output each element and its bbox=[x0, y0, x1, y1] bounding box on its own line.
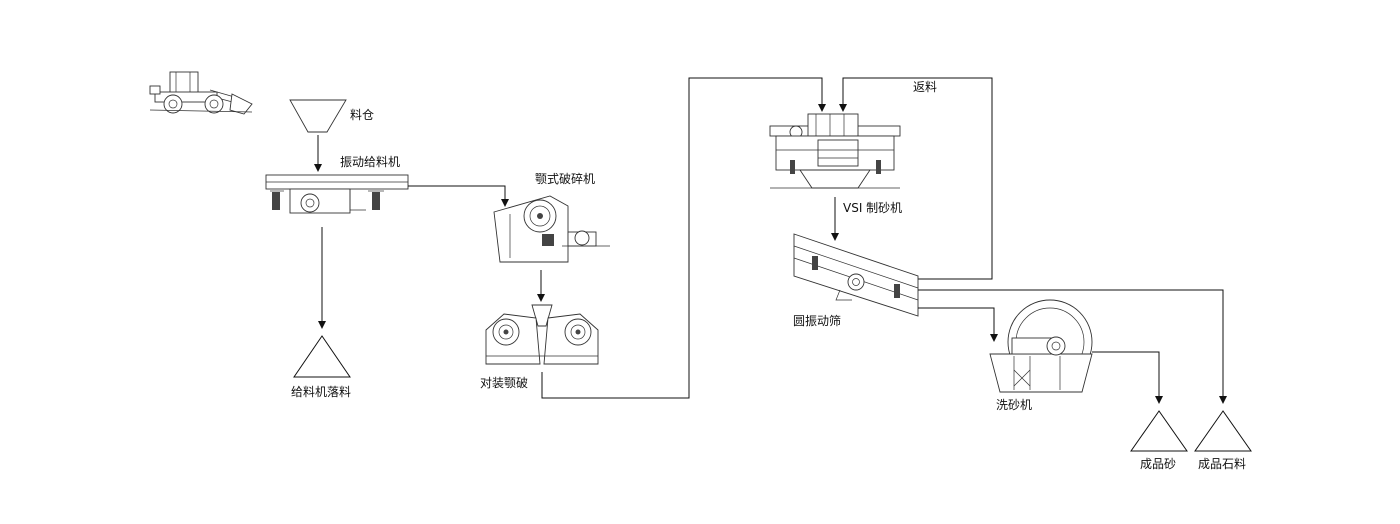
label-finished-sand: 成品砂 bbox=[1140, 457, 1177, 471]
label-sand-washer: 洗砂机 bbox=[996, 398, 1033, 412]
finished-sand-pile bbox=[1130, 410, 1188, 452]
sand-washer-machine bbox=[989, 299, 1093, 393]
feeder-discharge-pile bbox=[293, 335, 351, 378]
finished-stone-pile bbox=[1194, 410, 1252, 452]
jaw-crusher-machine bbox=[493, 195, 610, 263]
arrow-feeder-to-jaw bbox=[408, 185, 509, 207]
arrow-paired-to-vsi bbox=[541, 77, 826, 399]
label-finished-stone: 成品石料 bbox=[1198, 457, 1247, 471]
vibrating-feeder-machine bbox=[265, 174, 409, 214]
arrow-screen-to-washer bbox=[918, 307, 998, 342]
wheel-loader-icon bbox=[149, 71, 253, 115]
label-vsi: VSI 制砂机 bbox=[843, 201, 903, 215]
silo-hopper bbox=[289, 99, 347, 133]
label-silo: 料仓 bbox=[350, 108, 375, 122]
arrow-washer-to-sand bbox=[1092, 351, 1163, 404]
paired-jaw-crusher-machine bbox=[485, 304, 599, 365]
arrow-screen-to-stone bbox=[918, 289, 1227, 404]
circular-vibrating-screen-machine bbox=[793, 233, 919, 317]
label-return-material: 返料 bbox=[913, 80, 938, 94]
vsi-sand-maker-machine bbox=[769, 113, 901, 189]
label-jaw-crusher: 颚式破碎机 bbox=[535, 172, 596, 186]
label-vibrating-feeder: 振动给料机 bbox=[340, 155, 401, 169]
label-circular-screen: 圆振动筛 bbox=[793, 314, 842, 328]
label-paired-jaw: 对装颚破 bbox=[480, 376, 529, 390]
arrow-return-material bbox=[839, 77, 993, 280]
label-feeder-discharge: 给料机落料 bbox=[291, 385, 352, 399]
